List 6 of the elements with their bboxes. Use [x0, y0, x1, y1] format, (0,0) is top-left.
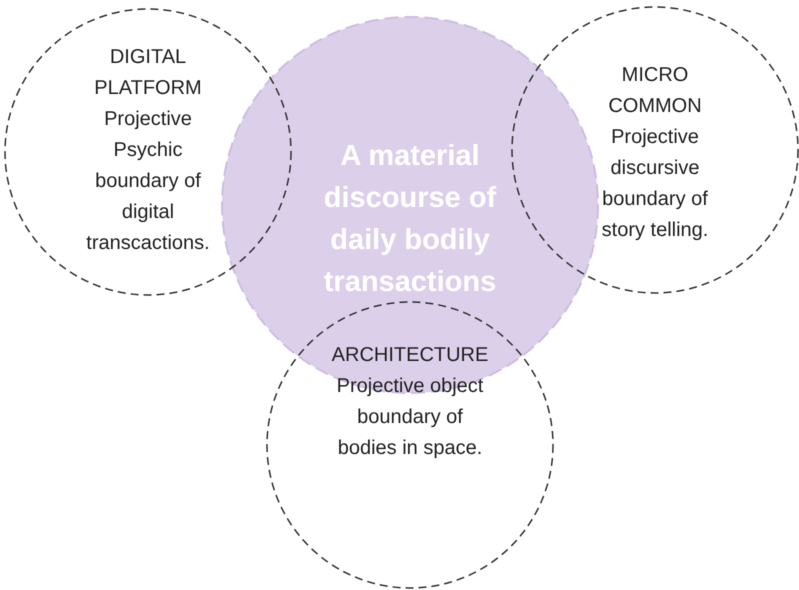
circle-heading: ARCHITECTURE	[330, 343, 490, 368]
circle-text: Projective Psychic boundary of digital transcactions.	[85, 107, 211, 256]
circle-text: Projective object boundary of bodies in space.	[336, 374, 484, 461]
circle-text: Projective discursive boundary of story telling.	[600, 125, 710, 243]
circle-heading: DIGITAL PLATFORM	[93, 45, 203, 101]
circle-heading: MICRO COMMON	[607, 63, 703, 119]
